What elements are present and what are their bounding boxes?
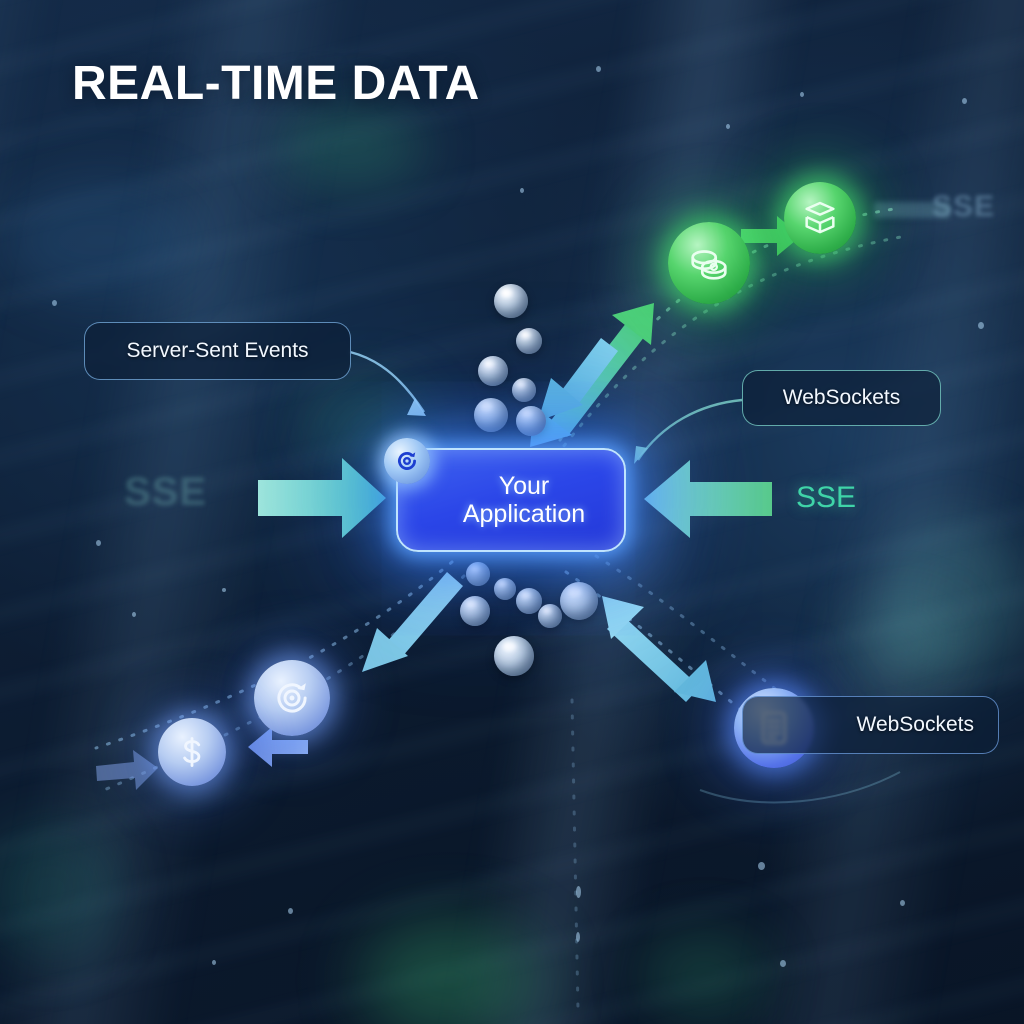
leader-arrowhead-websockets-top bbox=[634, 446, 648, 464]
dotted-rail-vertical bbox=[570, 698, 580, 1012]
background-star bbox=[800, 92, 804, 97]
app-node-label-line1: Your bbox=[498, 472, 550, 500]
sse-topright-watermark: SSE bbox=[932, 190, 996, 223]
data-sphere bbox=[478, 356, 508, 386]
coins-node[interactable] bbox=[668, 222, 750, 304]
background-bokeh-green-3 bbox=[360, 920, 540, 1024]
background-star bbox=[212, 960, 216, 965]
app-node-label-line2: Application bbox=[462, 500, 586, 528]
background-bokeh-green-4 bbox=[0, 820, 120, 960]
background-star bbox=[978, 322, 984, 329]
dollar-sign-icon bbox=[183, 737, 201, 767]
sync-to-dollar-arrow bbox=[248, 727, 308, 767]
label-websockets-top[interactable]: WebSockets bbox=[742, 370, 941, 426]
background-bokeh-blue-1 bbox=[880, 520, 1024, 680]
data-sphere bbox=[516, 406, 546, 436]
background-bokeh-green-1 bbox=[276, 108, 426, 186]
label-websockets-bottom-text: WebSockets bbox=[856, 713, 975, 736]
lower-left-arrow bbox=[362, 572, 463, 672]
leader-line-decorative bbox=[699, 771, 901, 804]
data-sphere bbox=[516, 328, 542, 354]
sync-refresh-icon bbox=[398, 452, 416, 470]
label-websockets-bottom[interactable]: WebSockets bbox=[742, 696, 999, 754]
label-sse-right: SSE bbox=[796, 481, 856, 515]
background-star bbox=[900, 900, 905, 906]
app-sync-badge bbox=[384, 438, 430, 484]
label-websockets-top-text: WebSockets bbox=[782, 386, 901, 409]
data-sphere bbox=[494, 284, 528, 318]
data-sphere bbox=[512, 378, 536, 402]
label-sse-right-text: SSE bbox=[796, 481, 857, 514]
background-star bbox=[576, 886, 581, 898]
label-server-sent-events[interactable]: Server-Sent Events bbox=[84, 322, 351, 380]
background-star bbox=[520, 188, 524, 193]
background-star bbox=[576, 932, 580, 942]
sync-node[interactable] bbox=[254, 660, 330, 736]
background-bokeh-green-5 bbox=[640, 930, 770, 1020]
sse-left-watermark: SSE bbox=[124, 470, 208, 514]
data-sphere bbox=[474, 398, 508, 432]
background-star bbox=[222, 588, 226, 592]
data-sphere bbox=[460, 596, 490, 626]
background-star bbox=[726, 124, 730, 129]
data-sphere bbox=[538, 604, 562, 628]
data-sphere bbox=[494, 578, 516, 600]
data-sphere bbox=[560, 582, 598, 620]
sync-target-icon bbox=[277, 683, 307, 713]
dollar-node[interactable] bbox=[158, 718, 226, 786]
dotted-rail-top-inner bbox=[554, 234, 908, 458]
background-star bbox=[596, 66, 601, 72]
database-box-icon bbox=[805, 201, 835, 234]
page-title-text: REAL-TIME DATA bbox=[72, 57, 480, 110]
background-star bbox=[288, 908, 293, 914]
inbound-right-arrow bbox=[644, 460, 772, 538]
background-bokeh-blue-2 bbox=[840, 600, 960, 690]
database-node[interactable] bbox=[784, 182, 856, 254]
background-bokeh-blue-3 bbox=[0, 180, 200, 300]
dotted-rail-bottomright-outer bbox=[564, 570, 750, 718]
data-sphere bbox=[466, 562, 490, 586]
background-star bbox=[132, 612, 136, 617]
your-application-node[interactable]: Your Application bbox=[384, 438, 626, 552]
page-title: REAL-TIME DATA bbox=[72, 56, 480, 111]
leader-arrowhead-sse bbox=[407, 398, 426, 416]
background-star bbox=[758, 862, 765, 870]
label-server-sent-events-text: Server-Sent Events bbox=[126, 339, 309, 362]
lower-right-bidirectional-arrow bbox=[602, 596, 716, 702]
far-left-inbound-arrow bbox=[96, 750, 158, 790]
background-star bbox=[52, 300, 57, 306]
background-bar-glyph bbox=[874, 202, 950, 218]
app-node-label: Your Application bbox=[437, 472, 585, 528]
upper-center-arrow bbox=[538, 338, 618, 421]
inbound-left-arrow bbox=[258, 458, 386, 538]
coins-stack-icon bbox=[691, 250, 727, 280]
background-star bbox=[962, 98, 967, 104]
data-sphere bbox=[516, 588, 542, 614]
background-star bbox=[780, 960, 786, 967]
background-star bbox=[96, 540, 101, 546]
data-sphere bbox=[494, 636, 534, 676]
